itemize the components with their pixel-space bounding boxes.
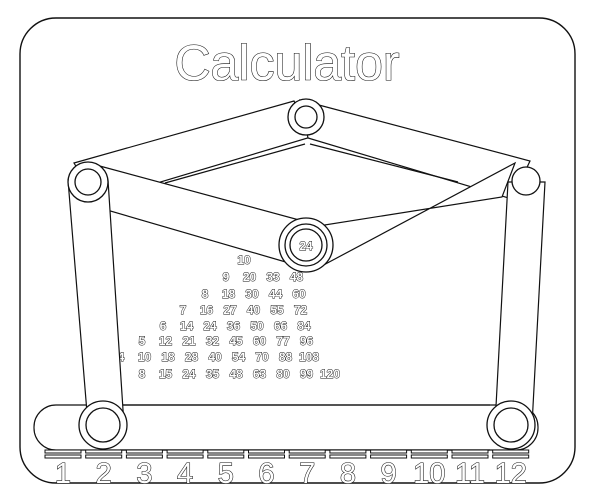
table-cell: 70 xyxy=(255,350,269,364)
table-cell: 108 xyxy=(299,350,319,364)
scale-bar xyxy=(85,449,123,454)
scale-label-3: 3 xyxy=(136,458,152,490)
scale-bar xyxy=(492,454,530,459)
table-cell: 55 xyxy=(270,303,284,317)
scale-label-6: 6 xyxy=(258,458,274,490)
scale-bar xyxy=(207,449,245,454)
table-cell: 63 xyxy=(253,367,267,381)
table-cell: 35 xyxy=(206,367,220,381)
bottom-left-pivot[interactable] xyxy=(78,400,128,450)
table-cell: 60 xyxy=(292,287,306,301)
scale-bar xyxy=(370,454,408,459)
scale-bar xyxy=(451,454,489,459)
scale-bar xyxy=(410,449,448,454)
scale-bar xyxy=(44,449,82,454)
scale-bar xyxy=(85,454,123,459)
table-cell: 8 xyxy=(202,287,209,301)
scale-bar xyxy=(288,449,326,454)
table-cell: 6 xyxy=(160,319,167,333)
table-cell: 84 xyxy=(297,319,311,333)
table-cell: 18 xyxy=(222,287,236,301)
result-knob[interactable]: 24 xyxy=(278,217,334,273)
table-cell: 33 xyxy=(266,270,280,284)
table-cell: 40 xyxy=(208,350,222,364)
result-value: 24 xyxy=(299,239,313,253)
table-cell: 72 xyxy=(294,303,308,317)
top-pivot[interactable] xyxy=(287,98,325,136)
scale-bar xyxy=(166,449,204,454)
table-cell: 24 xyxy=(182,367,196,381)
scale-bar xyxy=(329,449,367,454)
table-cell: 44 xyxy=(269,287,283,301)
table-cell: 66 xyxy=(274,319,288,333)
page-title: Calculator xyxy=(174,35,399,91)
table-cell: 48 xyxy=(229,367,243,381)
right-pivot[interactable] xyxy=(511,166,541,196)
table-cell: 36 xyxy=(227,319,241,333)
scale-bar xyxy=(125,449,163,454)
table-cell: 4 xyxy=(118,350,125,364)
scale-label-7: 7 xyxy=(299,458,315,490)
table-cell: 80 xyxy=(276,367,290,381)
table-cell: 15 xyxy=(159,367,173,381)
scale-bar xyxy=(248,454,285,459)
table-cell: 120 xyxy=(320,367,340,381)
scale-bar xyxy=(44,454,82,459)
table-cell: 12 xyxy=(159,334,173,348)
table-cell: 96 xyxy=(300,334,314,348)
table-cell: 77 xyxy=(276,334,290,348)
table-cell: 8 xyxy=(139,367,146,381)
table-cell: 32 xyxy=(206,334,220,348)
scale-label-4: 4 xyxy=(177,458,193,490)
scale-label-9: 9 xyxy=(381,458,397,490)
bottom-right-pivot[interactable] xyxy=(486,400,536,450)
scale-label-8: 8 xyxy=(340,458,356,490)
scale-bar xyxy=(288,454,326,459)
scale-label-2: 2 xyxy=(96,458,112,490)
table-cell: 28 xyxy=(185,350,199,364)
table-cell: 40 xyxy=(247,303,261,317)
scale-bar xyxy=(410,454,448,459)
scale-label-1: 1 xyxy=(55,458,71,490)
scale-bar xyxy=(166,454,204,459)
scale-bar xyxy=(370,449,408,454)
scale-label-12: 12 xyxy=(495,458,527,490)
left-pivot[interactable] xyxy=(67,161,109,203)
table-cell: 9 xyxy=(223,270,230,284)
table-cell: 10 xyxy=(237,253,251,267)
table-cell: 14 xyxy=(180,319,194,333)
table-cell: 18 xyxy=(161,350,175,364)
table-cell: 16 xyxy=(200,303,214,317)
scale-label-10: 10 xyxy=(413,458,445,490)
table-cell: 48 xyxy=(290,270,304,284)
table-cell: 10 xyxy=(138,350,152,364)
table-cell: 54 xyxy=(232,350,246,364)
table-cell: 20 xyxy=(243,270,257,284)
scale-label-5: 5 xyxy=(218,458,234,490)
table-cell: 60 xyxy=(253,334,267,348)
table-cell: 45 xyxy=(229,334,243,348)
scale-bar xyxy=(329,454,367,459)
scale-bar xyxy=(207,454,245,459)
table-cell: 30 xyxy=(245,287,259,301)
scale-bar xyxy=(451,449,489,454)
scale-bar xyxy=(248,449,285,454)
linkage-arms xyxy=(67,99,546,426)
table-cell: 24 xyxy=(203,319,217,333)
table-cell: 5 xyxy=(139,334,146,348)
table-cell: 50 xyxy=(250,319,264,333)
table-cell: 88 xyxy=(279,350,293,364)
table-cell: 99 xyxy=(300,367,314,381)
scale-bar xyxy=(125,454,163,459)
scale-label-11: 11 xyxy=(455,458,485,490)
table-cell: 27 xyxy=(223,303,237,317)
table-cell: 7 xyxy=(180,303,187,317)
scale-bar xyxy=(492,449,530,454)
table-cell: 21 xyxy=(182,334,196,348)
